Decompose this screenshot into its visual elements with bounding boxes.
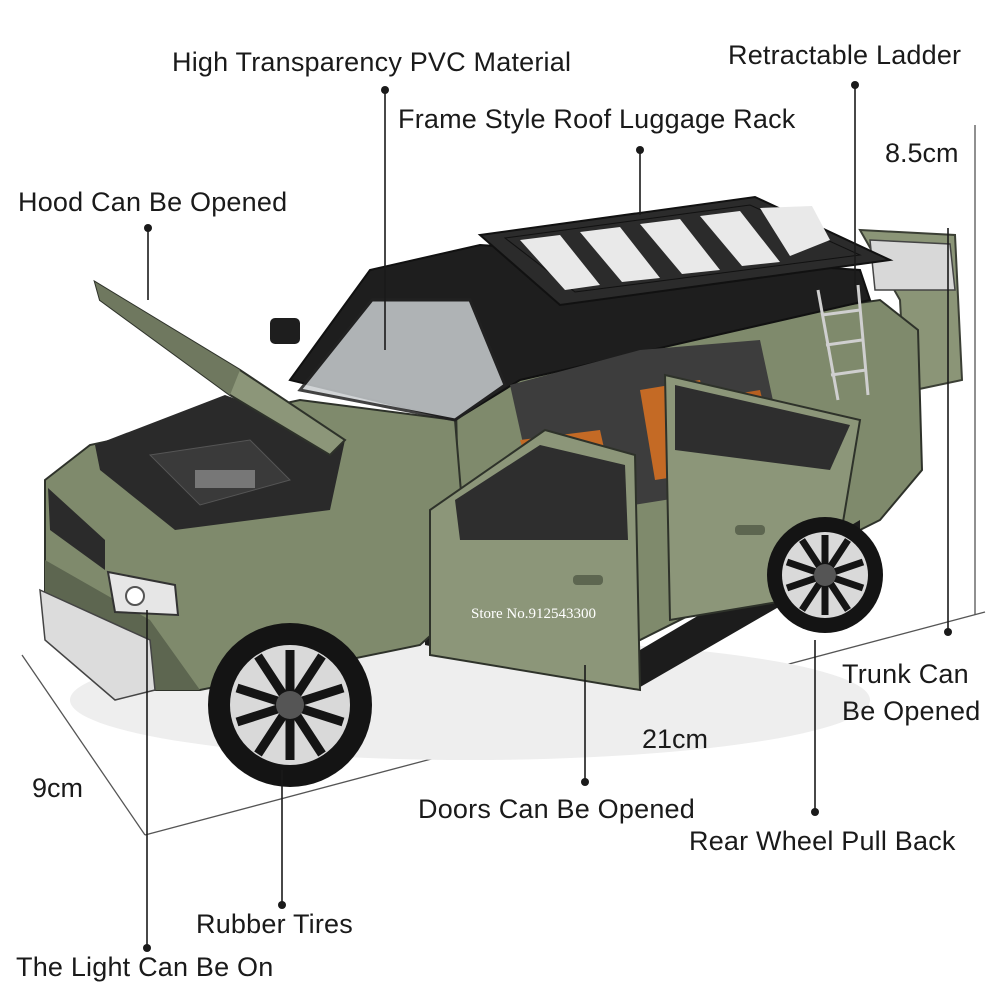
- callout-light: The Light Can Be On: [16, 952, 274, 982]
- callout-lines: [146, 85, 949, 948]
- callout-roof-rack: Frame Style Roof Luggage Rack: [398, 104, 796, 134]
- callout-doors: Doors Can Be Opened: [418, 794, 695, 824]
- dimension-width: 9cm: [32, 773, 84, 803]
- callout-rubber-tires: Rubber Tires: [196, 909, 353, 939]
- callout-trunk-line1: Trunk Can: [842, 659, 969, 689]
- callout-trunk-line2: Be Opened: [842, 696, 981, 726]
- roof-rack: [477, 195, 894, 307]
- callout-retractable-ladder: Retractable Ladder: [728, 40, 962, 70]
- rear-wheel: [767, 517, 883, 633]
- tailgate: [858, 228, 964, 394]
- callout-hood: Hood Can Be Opened: [18, 187, 288, 217]
- dimension-length: 21cm: [642, 724, 709, 754]
- engine-bay: [95, 395, 345, 530]
- store-watermark: Store No.912543300: [471, 606, 596, 622]
- dimension-height: 8.5cm: [885, 138, 959, 168]
- callout-dot-icon: [143, 81, 952, 952]
- rear-ladder: [816, 284, 870, 401]
- callout-pvc-material: High Transparency PVC Material: [172, 47, 572, 77]
- callout-trunk: Trunk Can Be Opened: [842, 656, 980, 730]
- callout-rear-wheel: Rear Wheel Pull Back: [689, 826, 956, 856]
- width-dimension-line: [21, 654, 146, 836]
- open-hood: [93, 279, 347, 457]
- front-wheel: [208, 623, 372, 787]
- front-door: [429, 428, 642, 692]
